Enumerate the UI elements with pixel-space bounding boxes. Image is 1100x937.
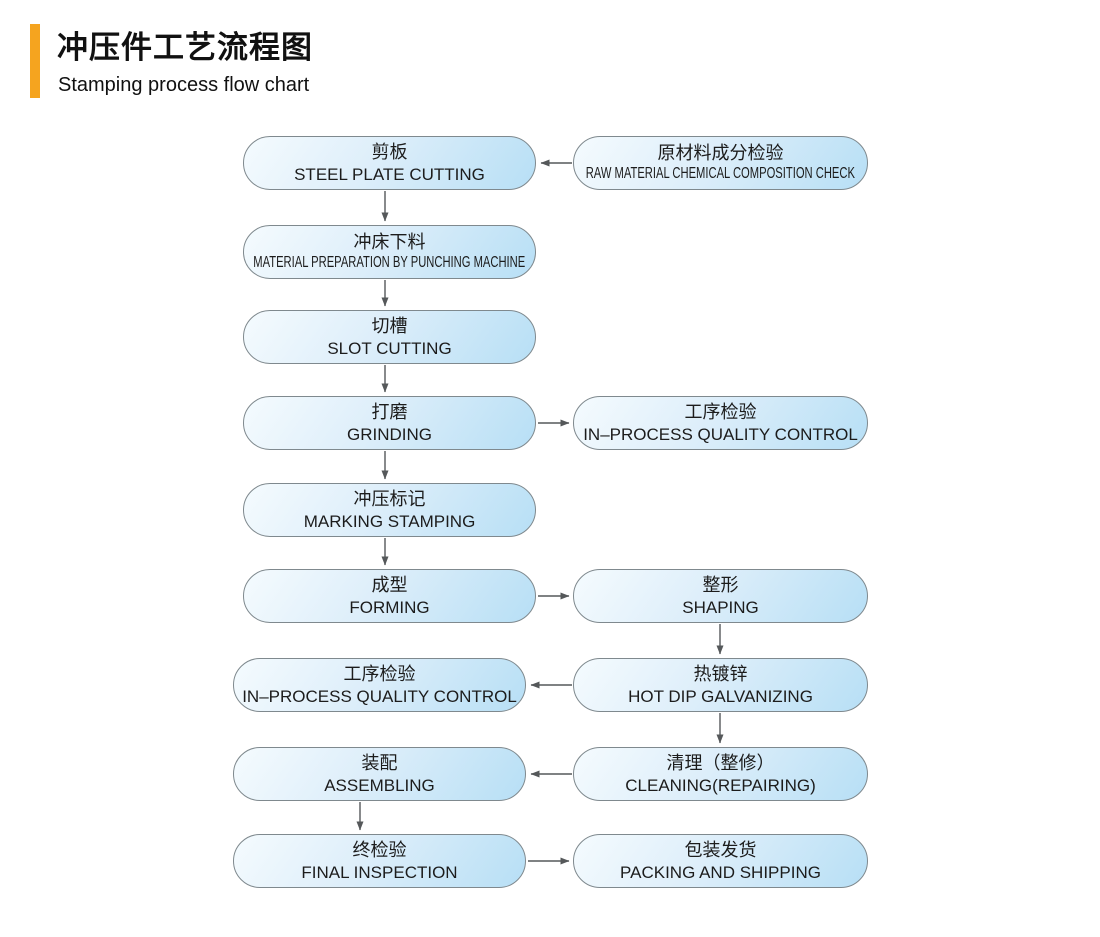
title-accent-bar bbox=[30, 24, 40, 98]
node-label-zh: 剪板 bbox=[371, 142, 408, 163]
node-in-process-qc-1: 工序检验 IN–PROCESS QUALITY CONTROL bbox=[573, 396, 868, 450]
node-label-zh: 冲压标记 bbox=[353, 489, 426, 510]
node-label-zh: 冲床下料 bbox=[353, 231, 426, 252]
node-label-zh: 工序检验 bbox=[684, 402, 757, 423]
node-label-en: ASSEMBLING bbox=[324, 775, 435, 795]
page-subtitle: Stamping process flow chart bbox=[58, 74, 310, 96]
node-grinding: 打磨 GRINDING bbox=[243, 396, 536, 450]
node-label-zh: 装配 bbox=[361, 753, 398, 774]
node-label-en: SLOT CUTTING bbox=[327, 338, 452, 358]
node-material-preparation: 冲床下料 MATERIAL PREPARATION BY PUNCHING MA… bbox=[243, 225, 536, 279]
node-label-en: IN–PROCESS QUALITY CONTROL bbox=[242, 686, 517, 706]
node-label-en: CLEANING(REPAIRING) bbox=[625, 775, 816, 795]
node-label-en: IN–PROCESS QUALITY CONTROL bbox=[583, 424, 858, 444]
node-label-zh: 终检验 bbox=[352, 840, 407, 861]
node-marking-stamping: 冲压标记 MARKING STAMPING bbox=[243, 483, 536, 537]
node-label-en: FORMING bbox=[349, 597, 430, 617]
node-label-zh: 切槽 bbox=[371, 316, 408, 337]
node-label-zh: 包装发货 bbox=[684, 840, 757, 861]
node-assembling: 装配 ASSEMBLING bbox=[233, 747, 526, 801]
node-label-zh: 热镀锌 bbox=[693, 664, 748, 685]
node-shaping: 整形 SHAPING bbox=[573, 569, 868, 623]
node-steel-plate-cutting: 剪板 STEEL PLATE CUTTING bbox=[243, 136, 536, 190]
node-hot-dip-galvanizing: 热镀锌 HOT DIP GALVANIZING bbox=[573, 658, 868, 712]
node-label-zh: 原材料成分检验 bbox=[657, 142, 784, 163]
node-label-en: GRINDING bbox=[347, 424, 432, 444]
node-label-zh: 整形 bbox=[702, 575, 739, 596]
node-label-en: PACKING AND SHIPPING bbox=[620, 862, 821, 882]
node-label-en: SHAPING bbox=[682, 597, 759, 617]
node-packing-shipping: 包装发货 PACKING AND SHIPPING bbox=[573, 834, 868, 888]
node-cleaning-repairing: 清理（整修） CLEANING(REPAIRING) bbox=[573, 747, 868, 801]
node-label-zh: 成型 bbox=[371, 575, 408, 596]
node-label-en: MATERIAL PREPARATION BY PUNCHING MACHINE bbox=[253, 254, 526, 272]
node-forming: 成型 FORMING bbox=[243, 569, 536, 623]
node-label-zh: 打磨 bbox=[371, 402, 408, 423]
node-raw-material-check: 原材料成分检验 RAW MATERIAL CHEMICAL COMPOSITIO… bbox=[573, 136, 868, 190]
node-label-en: RAW MATERIAL CHEMICAL COMPOSITION CHECK bbox=[585, 165, 856, 183]
node-in-process-qc-2: 工序检验 IN–PROCESS QUALITY CONTROL bbox=[233, 658, 526, 712]
node-final-inspection: 终检验 FINAL INSPECTION bbox=[233, 834, 526, 888]
node-label-zh: 工序检验 bbox=[343, 664, 416, 685]
page-title: 冲压件工艺流程图 bbox=[57, 30, 313, 65]
node-label-en: MARKING STAMPING bbox=[303, 511, 476, 531]
node-label-en: FINAL INSPECTION bbox=[301, 862, 458, 882]
node-label-en: STEEL PLATE CUTTING bbox=[294, 164, 485, 184]
node-label-en: HOT DIP GALVANIZING bbox=[628, 686, 813, 706]
node-slot-cutting: 切槽 SLOT CUTTING bbox=[243, 310, 536, 364]
node-label-zh: 清理（整修） bbox=[666, 753, 775, 774]
